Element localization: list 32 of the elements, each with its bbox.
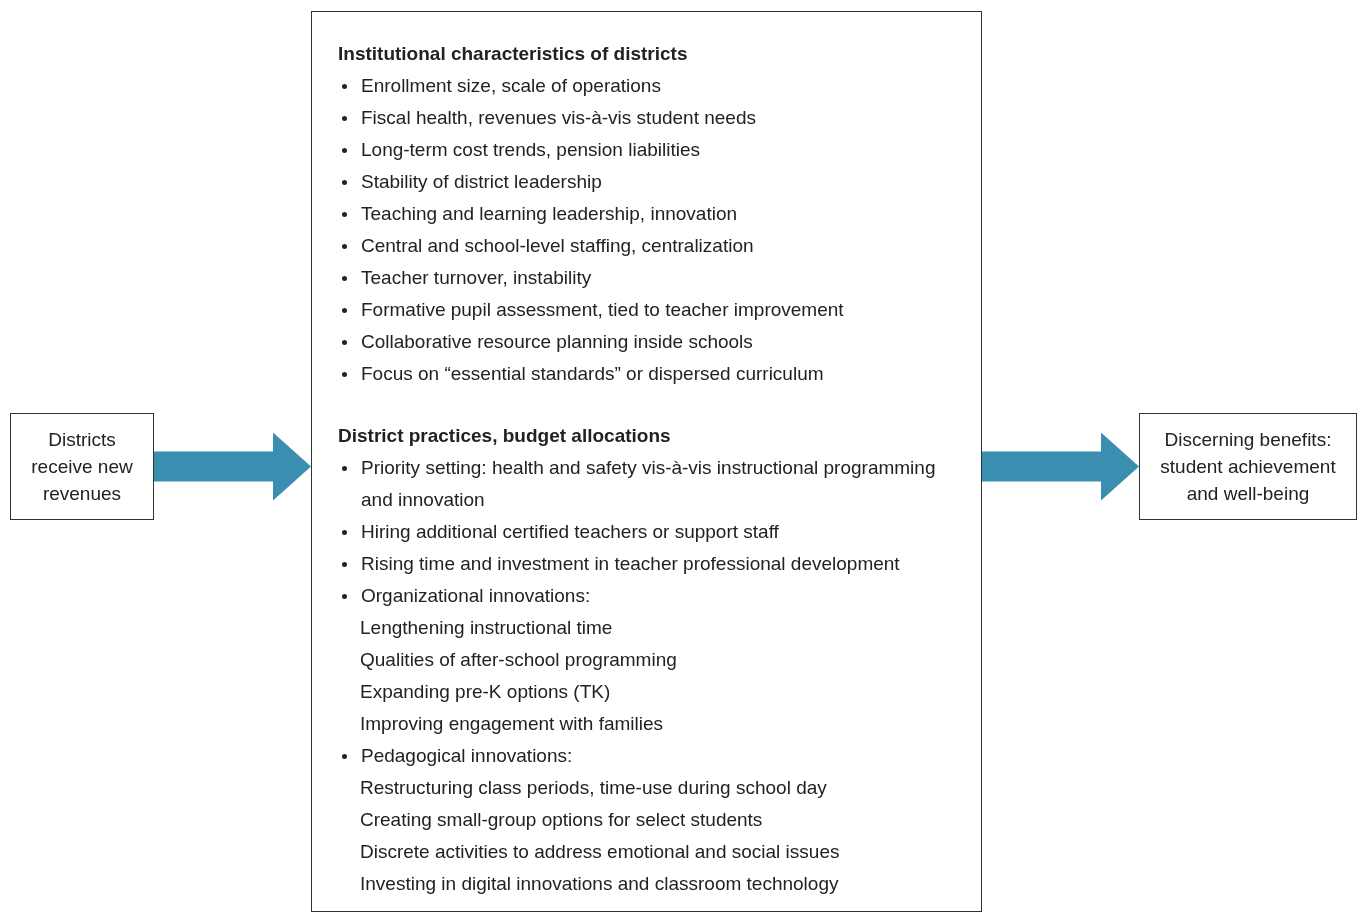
text-box bbox=[10, 413, 154, 520]
block-arrow bbox=[982, 432, 1139, 501]
list-item: Central and school-level staffing, centralization bbox=[361, 234, 755, 258]
list-item: Enrollment size, scale of operations bbox=[361, 74, 662, 98]
box-label: Districts receive new revenues bbox=[30, 428, 134, 506]
list-item: Teacher turnover, instability bbox=[361, 266, 593, 290]
list-item: Rising time and investment in teacher professional development bbox=[361, 552, 901, 576]
section-heading: Institutional characteristics of districts bbox=[338, 42, 689, 66]
list-item: Pedagogical innovations: bbox=[361, 744, 574, 768]
text-box bbox=[311, 11, 982, 912]
list-item: Organizational innovations: bbox=[361, 584, 592, 608]
list-item: Hiring additional certified teachers or support staff bbox=[361, 520, 780, 544]
list-item: Stability of district leadership bbox=[361, 170, 603, 194]
list-item: Qualities of after-school programming bbox=[359, 648, 678, 672]
list-item: Lengthening instructional time bbox=[359, 616, 614, 640]
list-item: Discrete activities to address emotional and social issues bbox=[359, 840, 841, 864]
list-item: Formative pupil assessment, tied to teacher improvement bbox=[361, 298, 845, 322]
text-box bbox=[1139, 413, 1357, 520]
list-item: Priority setting: health and safety vis-à-vis instructional programming and innovation bbox=[361, 456, 937, 512]
list-item: Focus on “essential standards” or dispersed curriculum bbox=[361, 362, 825, 386]
list-item: Collaborative resource planning inside schools bbox=[361, 330, 754, 354]
block-arrow bbox=[154, 432, 311, 501]
list-item: Fiscal health, revenues vis-à-vis student needs bbox=[361, 106, 757, 130]
box-label: Discerning benefits: student achievement and well-being bbox=[1159, 428, 1337, 506]
list-item: Long-term cost trends, pension liabilities bbox=[361, 138, 701, 162]
list-item: Expanding pre-K options (TK) bbox=[359, 680, 612, 704]
section-heading: District practices, budget allocations bbox=[338, 424, 672, 448]
list-item: Improving engagement with families bbox=[359, 712, 665, 736]
list-item: Teaching and learning leadership, innovation bbox=[361, 202, 739, 226]
list-item: Restructuring class periods, time-use during school day bbox=[359, 776, 828, 800]
list-item: Investing in digital innovations and classroom technology bbox=[359, 872, 840, 896]
list-item: Creating small-group options for select students bbox=[359, 808, 764, 832]
